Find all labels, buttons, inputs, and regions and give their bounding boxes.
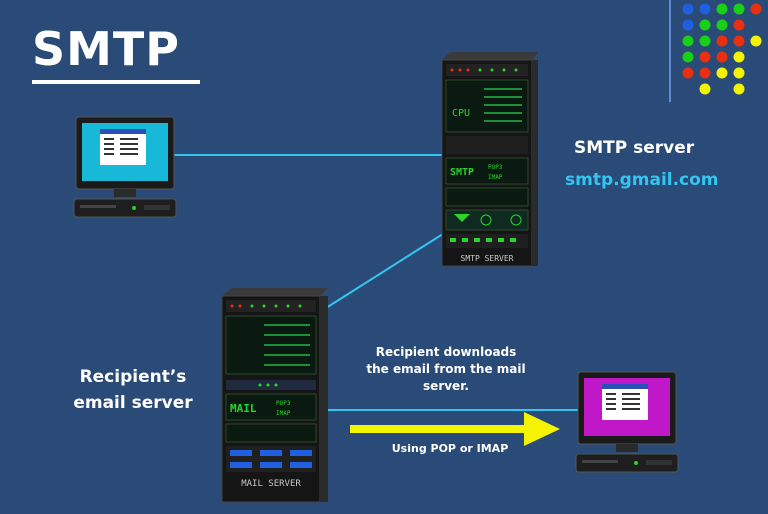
decorative-dot: [733, 3, 745, 15]
decorative-dot: [733, 19, 745, 31]
decorative-dot: [716, 19, 728, 31]
sender-computer: [73, 116, 177, 218]
decorative-dot: [750, 35, 762, 47]
decorative-dot: [733, 35, 745, 47]
smtp-host-label: smtp.gmail.com: [565, 170, 719, 190]
decorative-dot: [733, 51, 745, 63]
svg-text:SMTP: SMTP: [450, 167, 474, 178]
decorative-divider: [669, 0, 671, 102]
decorative-dot: [699, 83, 711, 95]
decorative-dot: [699, 67, 711, 79]
svg-text:IMAP: IMAP: [276, 410, 291, 417]
download-caption: Recipient downloads the email from the m…: [356, 344, 536, 395]
svg-text:CPU: CPU: [452, 108, 470, 119]
pop-imap-arrow-head: [524, 412, 560, 446]
decorative-dot: [699, 3, 711, 15]
decorative-dot: [682, 19, 694, 31]
decorative-dot: [733, 83, 745, 95]
pop-imap-arrow-shaft: [350, 425, 526, 433]
decorative-dot: [716, 35, 728, 47]
title-underline: [32, 80, 200, 84]
download-caption-line2: the email from the mail: [366, 362, 526, 376]
decorative-dot: [699, 19, 711, 31]
decorative-dot: [682, 67, 694, 79]
svg-text:MAIL SERVER: MAIL SERVER: [241, 479, 301, 489]
decorative-dot: [716, 51, 728, 63]
svg-text:POP3: POP3: [488, 164, 503, 171]
decorative-dot: [682, 51, 694, 63]
download-caption-line3: server.: [423, 379, 469, 393]
recipient-label-line1: Recipient’s: [79, 367, 187, 387]
smtp-server-label: SMTP server: [574, 138, 695, 158]
decorative-dot: [682, 35, 694, 47]
recipient-server-label: Recipient’s email server: [58, 364, 208, 416]
decorative-dot: [699, 51, 711, 63]
svg-text:IMAP: IMAP: [488, 174, 503, 181]
recipient-computer: [575, 371, 679, 473]
decorative-dot: [682, 3, 694, 15]
decorative-dot: [699, 35, 711, 47]
decorative-dot: [716, 67, 728, 79]
decorative-dot: [750, 3, 762, 15]
svg-text:SMTP SERVER: SMTP SERVER: [461, 254, 514, 263]
smtp-server-rack: CPU SMTP POP3 IMAP SMTP SERVER: [441, 52, 538, 267]
decorative-dot: [716, 3, 728, 15]
smtp-to-mailserver-line: [325, 231, 447, 309]
dot-grid-decoration: [682, 3, 762, 95]
page-title: SMTP: [32, 22, 180, 76]
download-caption-line1: Recipient downloads: [375, 345, 517, 359]
mail-server-rack: MAIL POP3 IMAP MAIL SERVER: [221, 288, 328, 503]
protocol-caption: Using POP or IMAP: [391, 442, 509, 455]
recipient-label-line2: email server: [73, 393, 193, 413]
svg-text:MAIL: MAIL: [230, 402, 257, 415]
svg-text:POP3: POP3: [276, 400, 291, 407]
decorative-dot: [733, 67, 745, 79]
